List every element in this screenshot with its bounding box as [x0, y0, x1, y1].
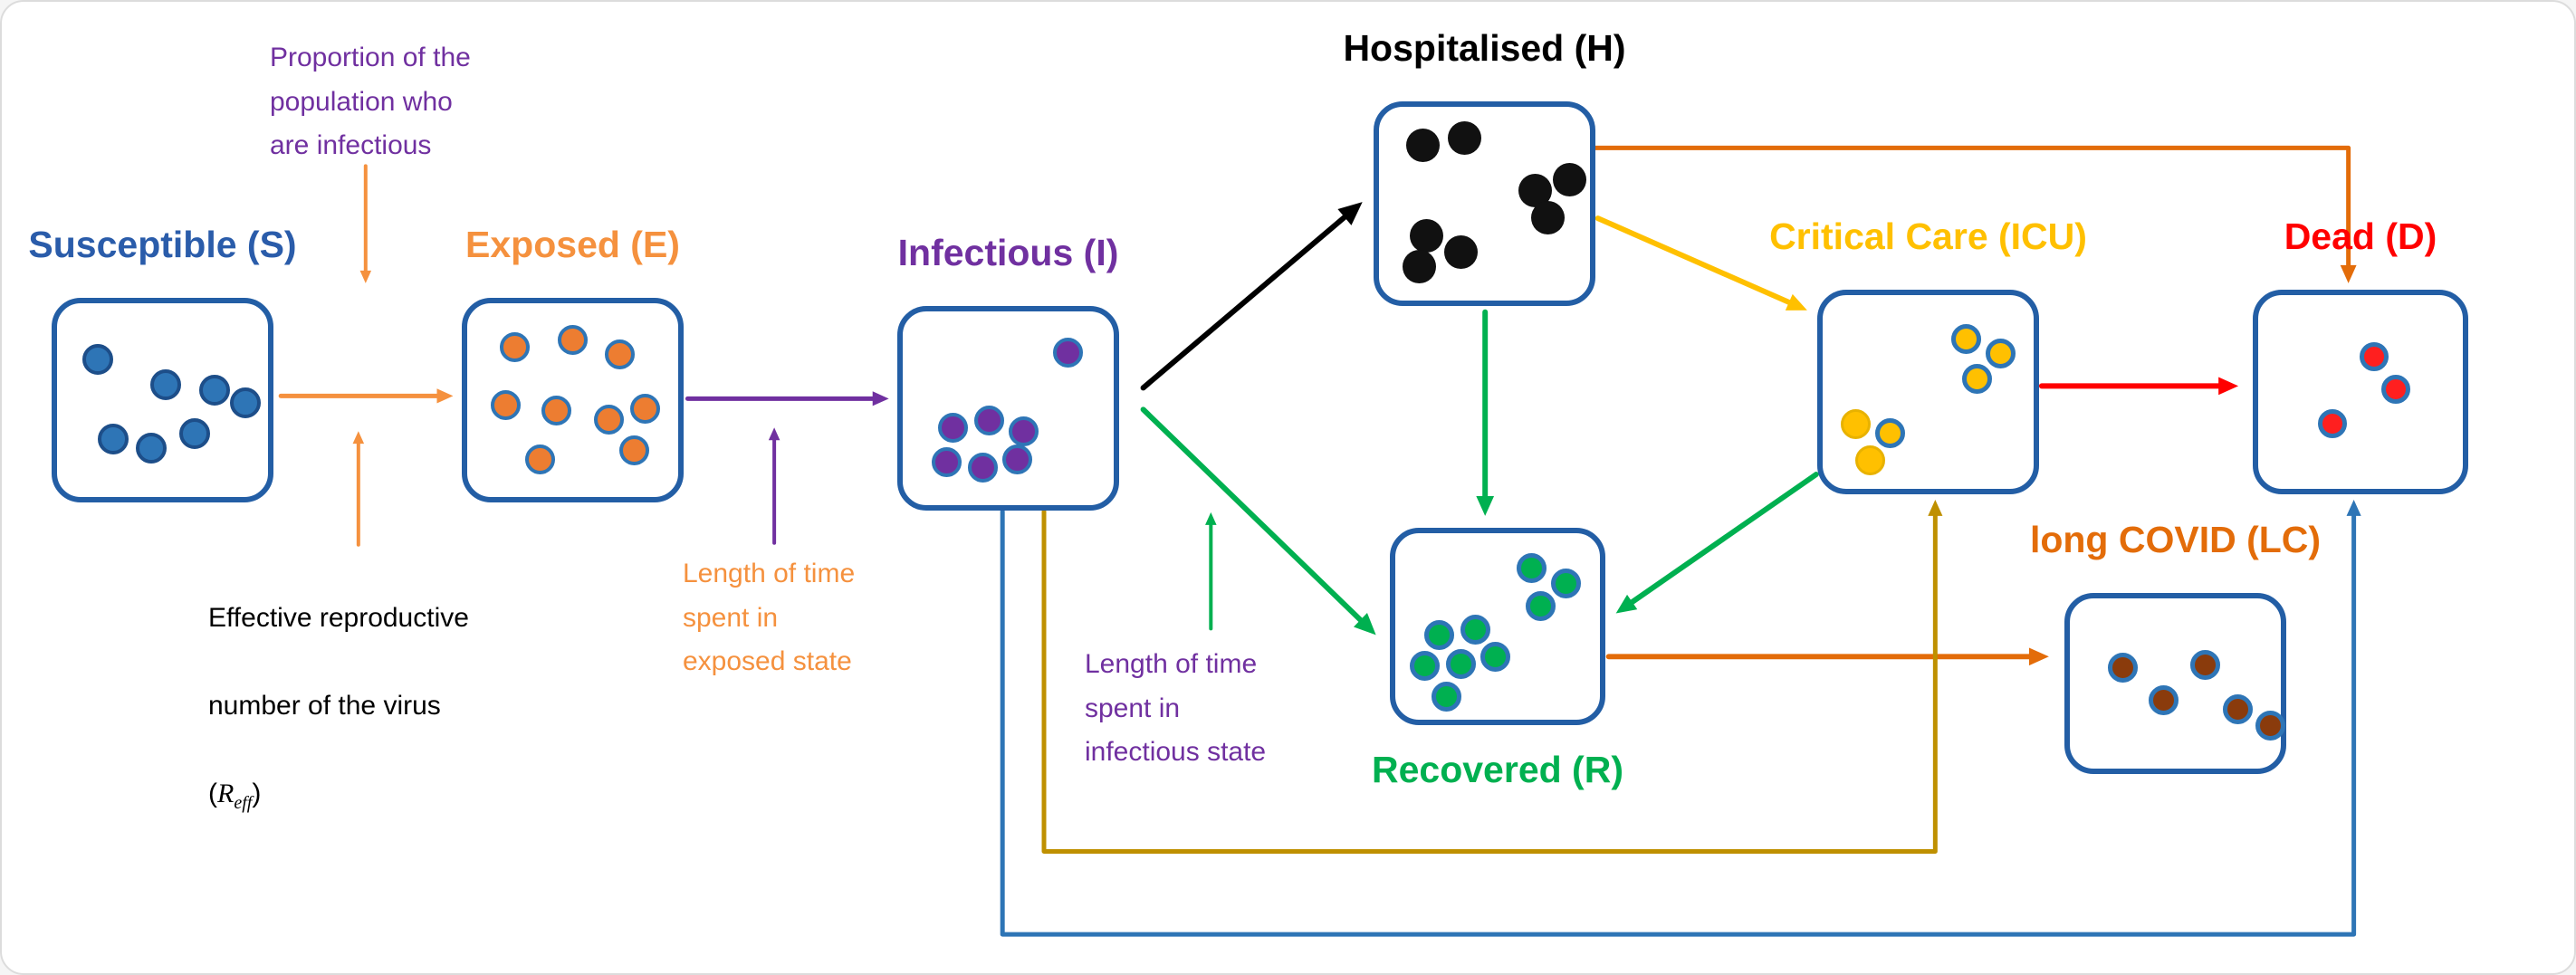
reff-close-paren: )	[252, 778, 262, 808]
reff-subscript: eff	[234, 792, 253, 813]
dead-individual-dot	[2381, 375, 2410, 404]
compartment-exposed	[462, 298, 684, 502]
infectious-individual-dot	[931, 446, 962, 477]
exposed-individual-dot	[499, 331, 530, 362]
infectious-individual-dot	[1008, 416, 1039, 446]
long_covid-individual-dot	[2148, 684, 2179, 715]
long_covid-individual-dot	[2255, 710, 2285, 741]
compartment-critical_care	[1817, 290, 2039, 494]
annotation-proportion-infectious: Proportion of the population who are inf…	[270, 43, 471, 161]
susceptible-individual-dot	[199, 375, 230, 406]
susceptible-individual-dot	[82, 344, 113, 375]
recovered-individual-dot	[1445, 648, 1476, 679]
recovered-individual-dot	[1460, 614, 1490, 645]
arrow-susceptible-to-exposed	[278, 388, 454, 404]
annotation-reff-math: (Reff)	[208, 772, 469, 817]
susceptible-individual-dot	[98, 424, 129, 454]
critical_care-individual-dot	[1961, 363, 1992, 394]
arrow-infectious-to-dead	[1000, 499, 2361, 937]
compartment-dead	[2253, 290, 2468, 494]
arrow-infectious-to-critical-care	[1041, 499, 1943, 854]
infectious-individual-dot	[973, 405, 1004, 435]
exposed-individual-dot	[604, 339, 635, 369]
susceptible-individual-dot	[150, 369, 181, 400]
reff-open-paren: (	[208, 778, 217, 808]
compartment-infectious	[897, 306, 1119, 511]
dead-individual-dot	[2360, 342, 2389, 371]
arrow-hospitalised-to-critical-care	[1594, 215, 1807, 311]
hospitalised-individual-dot	[1530, 200, 1565, 234]
annotation-infectious-duration: Length of time spent in infectious state	[1085, 649, 1267, 768]
exposed-individual-dot	[490, 389, 521, 420]
label-hospitalised: Hospitalised (H)	[1343, 27, 1626, 69]
hospitalised-individual-dot	[1443, 234, 1478, 269]
infectious-individual-dot	[1052, 337, 1083, 368]
arrow-annotation-infectious-duration-up	[1205, 511, 1217, 631]
recovered-individual-dot	[1525, 590, 1556, 621]
annotation-reff-line2: number of the virus	[208, 690, 441, 721]
recovered-individual-dot	[1409, 650, 1440, 681]
exposed-individual-dot	[593, 404, 624, 435]
label-long-covid: long COVID (LC)	[2029, 519, 2322, 560]
annotation-reff-line1: Effective reproductive	[208, 602, 469, 633]
long_covid-individual-dot	[2107, 652, 2138, 683]
hospitalised-individual-dot	[1447, 120, 1481, 155]
infectious-individual-dot	[967, 452, 998, 483]
arrow-recovered-to-long-covid	[1605, 647, 2049, 666]
susceptible-individual-dot	[230, 387, 261, 418]
arrow-hospitalised-to-recovered	[1476, 309, 1495, 516]
compartment-long_covid	[2064, 593, 2286, 774]
recovered-individual-dot	[1480, 641, 1510, 672]
compartment-recovered	[1390, 528, 1605, 725]
recovered-individual-dot	[1431, 681, 1461, 712]
arrow-annotation-proportion-down	[359, 164, 372, 283]
infectious-individual-dot	[1001, 444, 1032, 474]
exposed-individual-dot	[524, 444, 555, 474]
dead-individual-dot	[2318, 409, 2347, 438]
arrow-critical-care-to-recovered	[1615, 472, 1819, 614]
critical_care-individual-dot	[1985, 338, 2016, 368]
long_covid-individual-dot	[2189, 649, 2220, 680]
label-critical-care: Critical Care (ICU)	[1769, 215, 2087, 257]
long_covid-individual-dot	[2222, 693, 2253, 724]
exposed-individual-dot	[541, 395, 571, 425]
compartment-susceptible	[52, 298, 273, 502]
arrow-critical-care-to-dead	[2038, 377, 2239, 396]
label-susceptible: Susceptible (S)	[28, 224, 297, 265]
critical_care-individual-dot	[1950, 323, 1981, 354]
label-infectious: Infectious (I)	[897, 232, 1119, 273]
label-exposed: Exposed (E)	[465, 224, 680, 265]
annotation-exposed-duration: Length of time spent in exposed state	[683, 559, 856, 677]
arrow-annotation-reff-up	[352, 431, 365, 547]
exposed-individual-dot	[557, 324, 588, 355]
critical_care-individual-dot	[1840, 408, 1871, 439]
susceptible-individual-dot	[136, 433, 167, 464]
hospitalised-individual-dot	[1409, 218, 1443, 253]
label-recovered: Recovered (R)	[1372, 749, 1623, 790]
arrow-exposed-to-infectious	[685, 391, 889, 406]
exposed-individual-dot	[629, 393, 660, 424]
hospitalised-individual-dot	[1405, 128, 1440, 162]
critical_care-individual-dot	[1854, 444, 1885, 475]
hospitalised-individual-dot	[1552, 162, 1586, 196]
arrow-annotation-exposed-duration-up	[768, 427, 780, 545]
arrow-infectious-to-recovered	[1140, 406, 1376, 636]
reff-symbol: R	[217, 778, 235, 808]
recovered-individual-dot	[1550, 568, 1581, 598]
arrow-infectious-to-hospitalised	[1140, 202, 1363, 391]
exposed-individual-dot	[618, 435, 649, 465]
susceptible-individual-dot	[179, 418, 210, 449]
compartment-hospitalised	[1374, 101, 1595, 306]
annotation-effective-reproduction-number: Effective reproductive number of the vir…	[208, 552, 469, 862]
critical_care-individual-dot	[1874, 417, 1905, 448]
label-dead: Dead (D)	[2284, 215, 2437, 257]
recovered-individual-dot	[1516, 552, 1547, 583]
recovered-individual-dot	[1423, 619, 1454, 650]
infectious-individual-dot	[937, 412, 968, 443]
arrow-hospitalised-to-dead	[1593, 145, 2357, 283]
hospitalised-individual-dot	[1402, 249, 1436, 283]
